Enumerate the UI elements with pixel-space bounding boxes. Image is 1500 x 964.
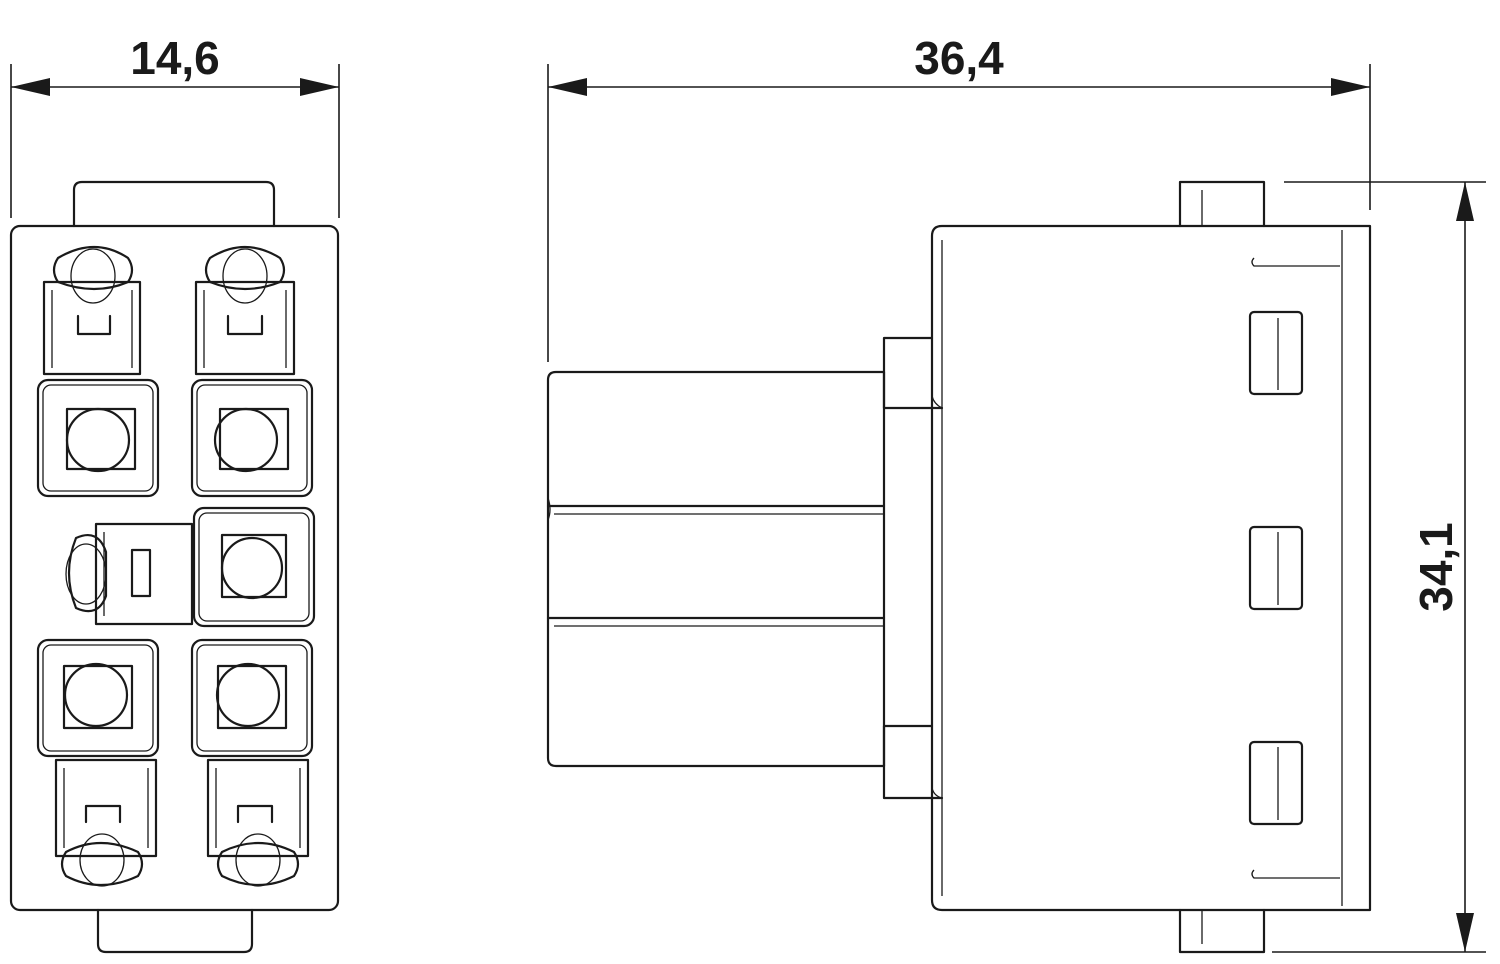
dimension-side-length: 36,4 <box>547 32 1371 362</box>
front-view <box>9 180 340 954</box>
side-view <box>546 180 1372 954</box>
dimension-label-side-length: 36,4 <box>914 32 1004 84</box>
front-latch-bottom-left <box>54 758 158 887</box>
dimension-label-front-width: 14,6 <box>130 32 220 84</box>
front-cavity-5 <box>190 638 314 758</box>
dimension-label-side-height: 34,1 <box>1410 522 1462 612</box>
front-latch-top-left <box>42 246 142 376</box>
front-cavity-1 <box>36 378 160 498</box>
side-window-top <box>1248 310 1304 396</box>
front-cavity-3 <box>192 506 316 628</box>
front-latch-bottom-right <box>206 758 310 887</box>
front-latch-middle <box>65 522 194 626</box>
front-latch-top-right <box>194 246 296 376</box>
dimension-side-height: 34,1 <box>1272 181 1486 953</box>
side-window-middle <box>1248 525 1304 611</box>
front-cavity-2 <box>190 378 314 498</box>
dimension-front-width: 14,6 <box>10 32 340 218</box>
front-cavity-4 <box>36 638 160 758</box>
side-window-bottom <box>1248 740 1304 826</box>
